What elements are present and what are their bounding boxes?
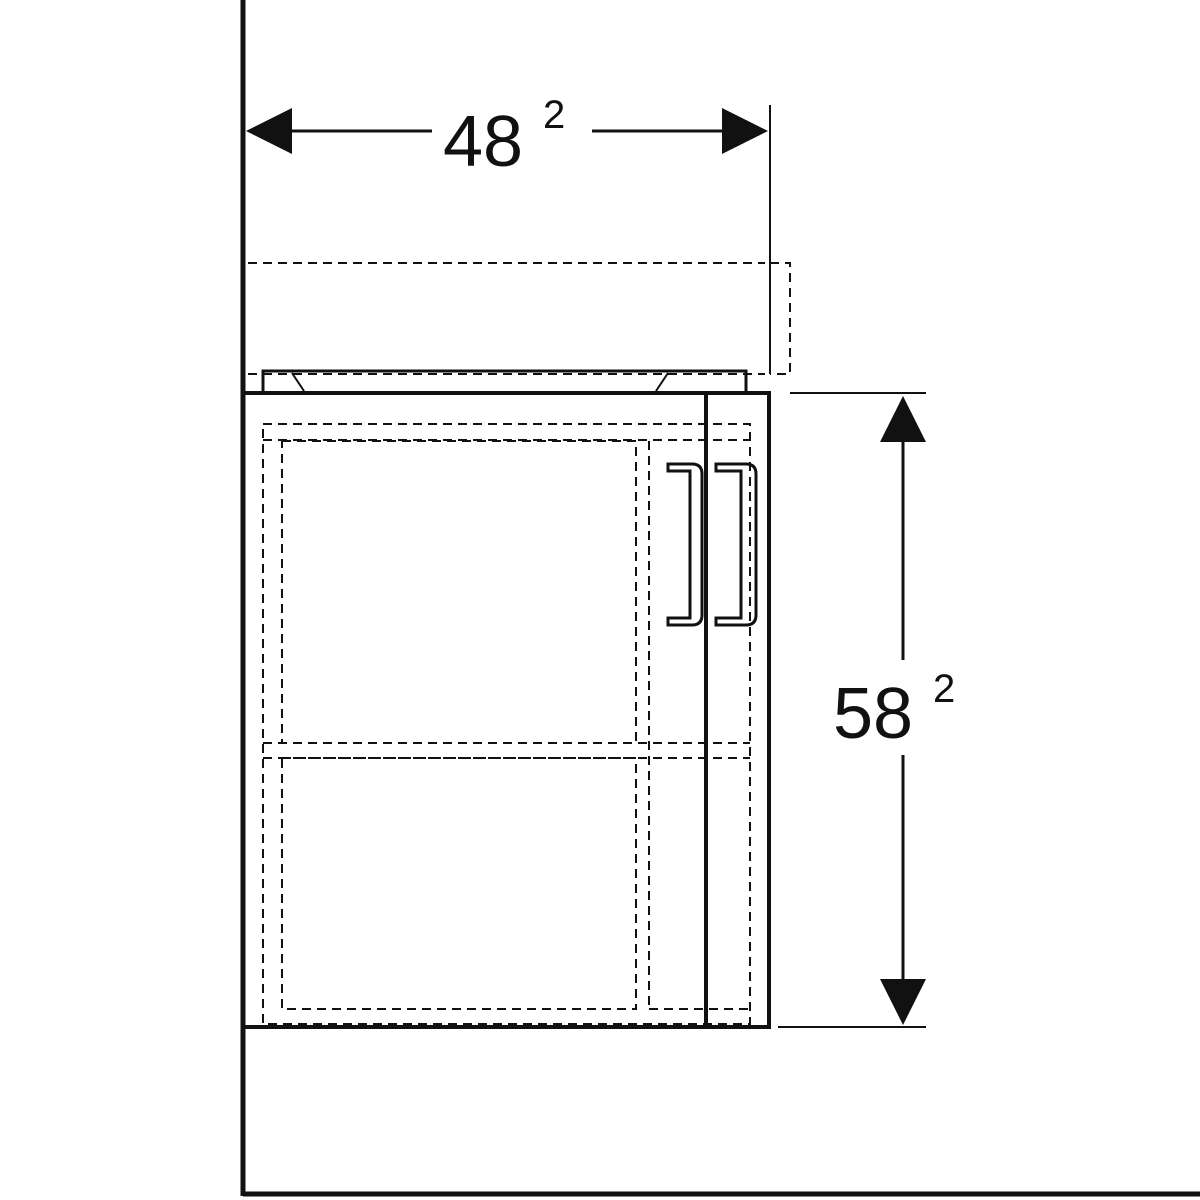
width-arrow-right — [722, 108, 768, 154]
washbasin-outline — [248, 262, 791, 375]
interior-upper-compartment — [281, 440, 637, 744]
handle-right-icon — [714, 462, 758, 627]
width-dimension — [246, 105, 771, 374]
wall-and-floor — [240, 0, 1200, 1197]
height-label-superscript: 2 — [933, 667, 955, 711]
height-label-main: 58 — [833, 674, 913, 754]
handle-left-icon — [666, 462, 704, 627]
width-label-main: 48 — [443, 102, 523, 182]
width-arrow-left — [246, 108, 292, 154]
door-handles — [666, 462, 758, 627]
cabinet-outline — [241, 391, 771, 1029]
cabinet-interior-hidden — [262, 423, 751, 1025]
interior-outer-frame — [262, 423, 751, 1025]
width-label-superscript: 2 — [543, 93, 565, 137]
height-arrow-down — [880, 979, 926, 1025]
interior-lower-compartment — [281, 757, 637, 1010]
height-dimension — [778, 392, 926, 1028]
height-arrow-up — [880, 396, 926, 442]
cabinet-body — [241, 391, 771, 1029]
